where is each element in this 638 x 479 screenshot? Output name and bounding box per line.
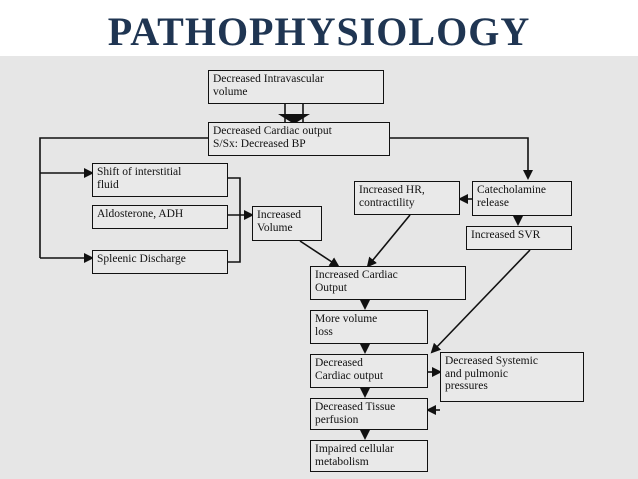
connector-top-double-head <box>278 114 310 124</box>
box-increased-volume: Increased Volume <box>252 206 322 241</box>
connector-left-bracket <box>39 137 208 258</box>
box-increased-cardiac-output: Increased Cardiac Output <box>310 266 466 300</box>
arrow-volume-co <box>299 240 340 268</box>
connector-splenic-volume <box>228 216 241 263</box>
arrow-hr-co <box>366 214 411 268</box>
box-aldosterone-adh: Aldosterone, ADH <box>92 205 228 229</box>
page-title: PATHOPHYSIOLOGY <box>107 9 531 54</box>
box-decreased-tissue-perfusion: Decreased Tissue perfusion <box>310 398 428 430</box>
connector-shift-volume <box>228 177 241 216</box>
box-impaired-cellular-metabolism: Impaired cellular metabolism <box>310 440 428 472</box>
box-increased-hr: Increased HR, contractility <box>354 181 460 215</box>
box-increased-svr: Increased SVR <box>466 226 572 250</box>
box-decreased-cardiac-output-top: Decreased Cardiac output S/Sx: Decreased… <box>208 122 390 156</box>
box-decreased-cardiac-output-bottom: Decreased Cardiac output <box>310 354 428 388</box>
box-more-volume-loss: More volume loss <box>310 310 428 344</box>
box-catecholamine-release: Catecholamine release <box>472 181 572 216</box>
box-shift-interstitial-fluid: Shift of interstitial fluid <box>92 163 228 197</box>
box-decreased-intravascular-volume: Decreased Intravascular volume <box>208 70 384 104</box>
connector-right <box>390 137 533 180</box>
box-splenic-discharge: Spleenic Discharge <box>92 250 228 274</box>
box-decreased-systemic-pressures: Decreased Systemic and pulmonic pressure… <box>440 352 584 402</box>
arrow-svr-dco <box>430 249 531 354</box>
